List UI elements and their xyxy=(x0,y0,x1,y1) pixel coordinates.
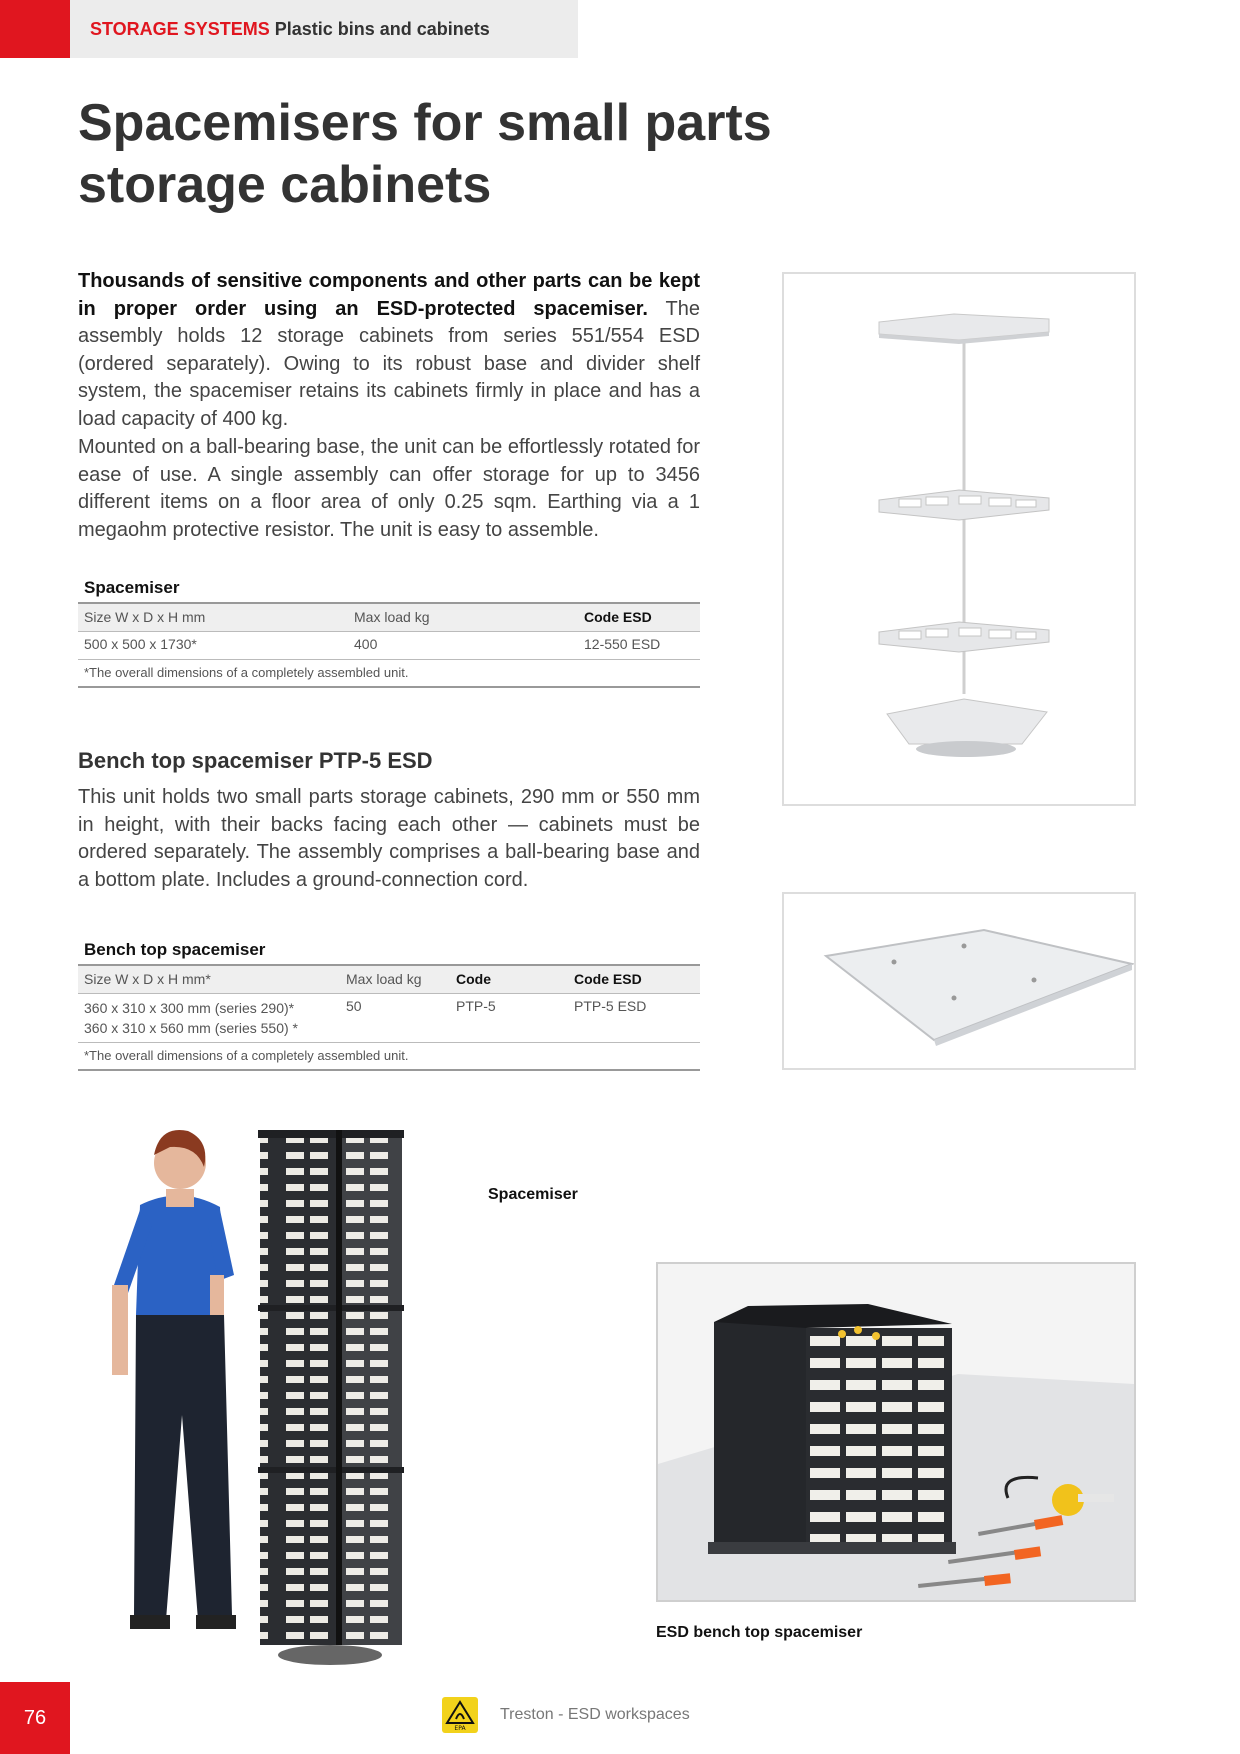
exploded-spacemiser-drawing xyxy=(878,313,1050,757)
bench-top-photo xyxy=(656,1262,1136,1602)
spacemiser-tower-photo xyxy=(100,1115,480,1670)
cell-size: 360 x 310 x 300 mm (series 290)* 360 x 3… xyxy=(78,993,340,1043)
col-max-load: Max load kg xyxy=(348,602,578,632)
caption-spacemiser: Spacemiser xyxy=(488,1186,578,1203)
bench-top-drawing xyxy=(658,1264,1134,1600)
cell-code: PTP-5 xyxy=(450,993,568,1043)
table-row: 500 x 500 x 1730* 400 12-550 ESD xyxy=(78,631,700,660)
header-subsection: Plastic bins and cabinets xyxy=(274,18,490,39)
footer-text: Treston - ESD workspaces xyxy=(500,1706,690,1723)
bench-paragraph: This unit holds two small parts storage … xyxy=(78,786,700,891)
col-code: Code xyxy=(450,964,568,994)
exploded-spacemiser-image xyxy=(782,272,1136,806)
bottom-plate-image xyxy=(782,892,1136,1070)
cell-max-load: 50 xyxy=(340,993,450,1043)
table-note: *The overall dimensions of a completely … xyxy=(78,1042,700,1071)
cell-max-load: 400 xyxy=(348,631,578,660)
cell-size: 500 x 500 x 1730* xyxy=(78,631,348,660)
cell-code-esd: 12-550 ESD xyxy=(578,631,700,660)
epa-logo-text: EPA xyxy=(454,1725,466,1732)
caption-bench: ESD bench top spacemiser xyxy=(656,1624,863,1641)
intro-body: The assembly holds 12 storage cabinets f… xyxy=(78,297,700,430)
page-title: Spacemisers for small parts storage cabi… xyxy=(78,92,778,216)
table-header-row: Size W x D x H mm Max load kg Code ESD xyxy=(78,602,700,632)
col-size: Size W x D x H mm xyxy=(78,602,348,632)
table-row: 360 x 310 x 300 mm (series 290)* 360 x 3… xyxy=(78,993,700,1043)
bench-table: Size W x D x H mm* Max load kg Code Code… xyxy=(78,964,700,1071)
spacemiser-table: Size W x D x H mm Max load kg Code ESD 5… xyxy=(78,602,700,688)
page-title-line1: Spacemisers for small parts xyxy=(78,94,772,152)
cell-code-esd: PTP-5 ESD xyxy=(568,993,700,1043)
header-section: STORAGE SYSTEMS xyxy=(90,18,270,39)
table-header-row: Size W x D x H mm* Max load kg Code Code… xyxy=(78,964,700,994)
epa-logo-drawing: EPA xyxy=(442,1697,478,1733)
epa-logo-icon: EPA xyxy=(442,1697,478,1733)
col-max-load: Max load kg xyxy=(340,964,450,994)
cell-size-line2: 360 x 310 x 560 mm (series 550) * xyxy=(84,1019,298,1036)
table-note-row: *The overall dimensions of a completely … xyxy=(78,659,700,688)
spacemiser-tower-drawing xyxy=(112,1130,404,1665)
col-size: Size W x D x H mm* xyxy=(78,964,340,994)
spacemiser-table-title: Spacemiser xyxy=(84,578,180,597)
page-number: 76 xyxy=(0,1682,70,1754)
rotation-paragraph: Mounted on a ball-bearing base, the unit… xyxy=(78,436,700,541)
page-title-line2: storage cabinets xyxy=(78,156,492,214)
intro-lead: Thousands of sensitive components and ot… xyxy=(78,270,700,320)
table-note-row: *The overall dimensions of a completely … xyxy=(78,1042,700,1071)
bench-heading: Bench top spacemiser PTP-5 ESD xyxy=(78,748,433,773)
header-red-block xyxy=(0,0,70,58)
cell-size-line1: 360 x 310 x 300 mm (series 290)* xyxy=(84,999,295,1016)
bench-table-title: Bench top spacemiser xyxy=(84,940,266,959)
col-code-esd: Code ESD xyxy=(568,964,700,994)
table-note: *The overall dimensions of a completely … xyxy=(78,659,700,688)
col-code-esd: Code ESD xyxy=(578,602,700,632)
intro-paragraph: Thousands of sensitive components and ot… xyxy=(78,268,700,433)
header-band: STORAGE SYSTEMS Plastic bins and cabinet… xyxy=(70,0,578,58)
bottom-plate-drawing xyxy=(823,928,1136,1046)
